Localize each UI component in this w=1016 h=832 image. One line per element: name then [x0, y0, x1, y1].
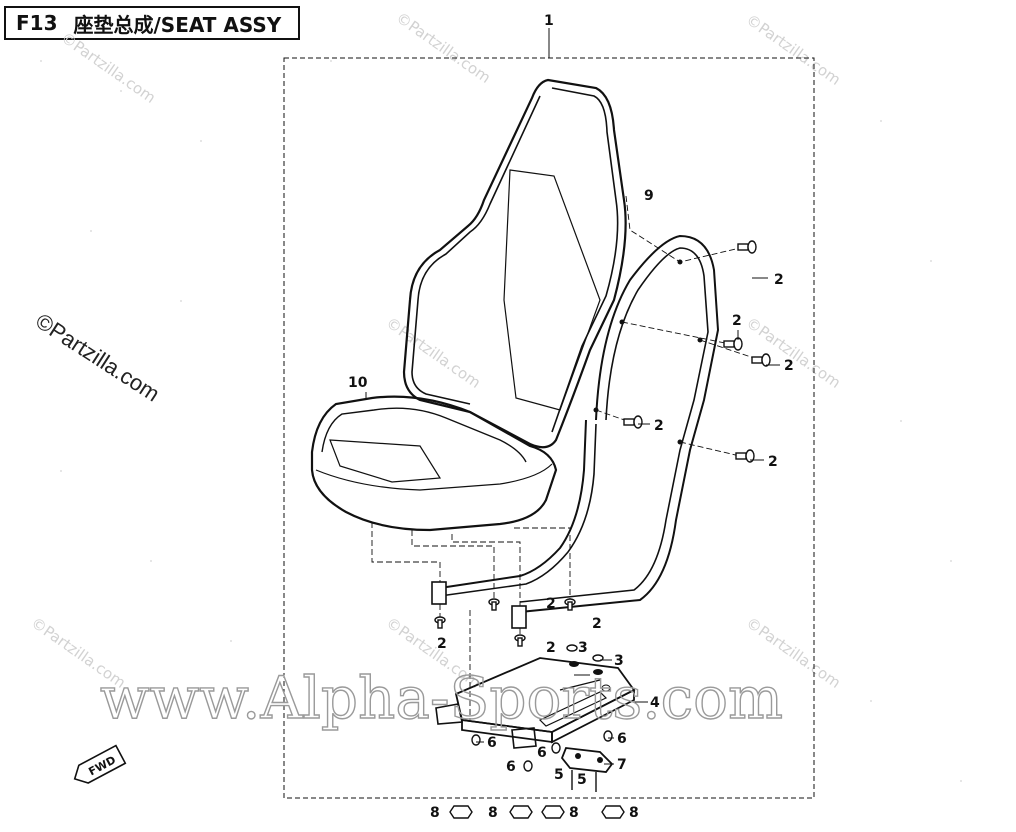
- leader-line: [679, 441, 741, 457]
- callout-2: 2: [732, 313, 742, 329]
- leader-line: [371, 522, 441, 582]
- frame-foot-left: [431, 581, 447, 605]
- callout-2: 2: [437, 636, 447, 652]
- leader-line: [621, 321, 731, 345]
- nut-icon: [551, 742, 561, 754]
- bracket-slot: [538, 691, 608, 727]
- callout-8: 8: [488, 805, 498, 821]
- watermark-text: ©Partzilla.com: [743, 314, 844, 392]
- seat-backrest-bolster-left: [411, 95, 541, 405]
- bolt-icon: [723, 337, 743, 351]
- callout-3: 3: [614, 653, 624, 669]
- watermark-text: ©Partzilla.com: [383, 314, 484, 392]
- bolt-icon: [737, 240, 757, 254]
- callout-2: 2: [546, 596, 556, 612]
- clamp-body: [560, 747, 614, 773]
- callout-labels: 1 9 10 2 2 2 2 2 2 2 2 2 3 3 4 5 5 6 6 6…: [348, 13, 794, 821]
- callout-6: 6: [537, 745, 547, 761]
- callout-7: 7: [617, 757, 627, 773]
- bolt-icon: [564, 598, 576, 611]
- figure-code: F13: [16, 11, 58, 35]
- frame-foot-right: [511, 605, 527, 629]
- callout-2: 2: [774, 272, 784, 288]
- leader-line: [451, 534, 521, 606]
- seat-cushion-pad: [329, 439, 442, 483]
- callout-4: 4: [650, 695, 660, 711]
- diagram-title-box: F13 座垫总成/SEAT ASSY: [4, 6, 300, 40]
- leader-line: [514, 527, 571, 600]
- watermark-text: ©Partzilla.com: [393, 9, 494, 87]
- callout-10: 10: [348, 375, 368, 391]
- seat-part-10: [310, 78, 627, 532]
- watermark-text-dark: ©Partzilla.com: [31, 308, 164, 406]
- callout-2: 2: [784, 358, 794, 374]
- bracket-stud: [569, 661, 579, 667]
- leader-line: [625, 195, 741, 263]
- nut-icon: [471, 734, 481, 746]
- bracket-rib: [559, 679, 601, 691]
- forward-direction-marker: FWD: [73, 744, 127, 784]
- callout-9: 9: [644, 188, 654, 204]
- frame-outer-rail: [519, 234, 720, 613]
- callout-leaders: [365, 277, 780, 765]
- nut-icon: [601, 805, 625, 819]
- bolt-icon: [514, 634, 526, 647]
- diagram-title: 座垫总成/SEAT ASSY: [73, 12, 282, 37]
- nut-icon: [509, 805, 533, 819]
- bolt-icon: [623, 415, 643, 429]
- clamp-hole: [575, 753, 581, 759]
- callout-3: 3: [578, 640, 588, 656]
- bolt-icon: [751, 353, 771, 367]
- bracket-tab-front: [511, 727, 537, 749]
- bolt-icon: [488, 598, 500, 611]
- clamp-hole: [597, 757, 603, 763]
- callout-8: 8: [430, 805, 440, 821]
- bolt-icon: [735, 449, 755, 463]
- watermark-text: ©Partzilla.com: [743, 11, 844, 89]
- frame-front-rail: [439, 419, 587, 589]
- callout-8: 8: [569, 805, 579, 821]
- nut-icon: [523, 760, 533, 772]
- bracket-tab-left: [435, 703, 463, 725]
- seat-cushion-top: [321, 407, 527, 463]
- callout-5: 5: [577, 772, 587, 788]
- seat-frame-part-9: [431, 234, 720, 629]
- leader-line: [411, 530, 495, 600]
- leader-line: [699, 339, 761, 361]
- bracket-side-face: [551, 688, 635, 744]
- callout-1: 1: [544, 13, 554, 29]
- mounting-bracket-part-4: [435, 657, 636, 749]
- frame-front-rail-inner: [439, 423, 597, 597]
- nut-icon: [449, 805, 473, 819]
- seat-backrest-panel: [503, 169, 601, 411]
- nuts-part-8: [449, 805, 625, 819]
- nut-icon: [541, 805, 565, 819]
- bracket-hole: [601, 684, 611, 692]
- callout-5: 5: [554, 767, 564, 783]
- clamp-part-7: [560, 747, 614, 773]
- seat-cushion-outline: [310, 395, 558, 532]
- callout-2: 2: [546, 640, 556, 656]
- seat-backrest-outline: [402, 78, 627, 449]
- callout-6: 6: [487, 735, 497, 751]
- callout-2: 2: [654, 418, 664, 434]
- site-watermark: www.Alpha-Sports.com: [100, 664, 783, 732]
- callout-2: 2: [768, 454, 778, 470]
- bolts-part-2: [434, 240, 771, 647]
- callout-2: 2: [592, 616, 602, 632]
- frame-inner-rail: [519, 247, 709, 603]
- fwd-arrow-icon: [73, 744, 127, 784]
- nut-icon: [603, 730, 613, 742]
- callout-6: 6: [617, 731, 627, 747]
- nut-icon: [566, 644, 578, 652]
- callout-6: 6: [506, 759, 516, 775]
- seat-cushion-seam: [315, 463, 553, 491]
- callout-8: 8: [629, 805, 639, 821]
- bracket-stud: [593, 669, 603, 675]
- bolt-icon: [434, 616, 446, 629]
- paper-texture: [40, 60, 962, 782]
- watermark-text: ©Partzilla.com: [58, 29, 159, 107]
